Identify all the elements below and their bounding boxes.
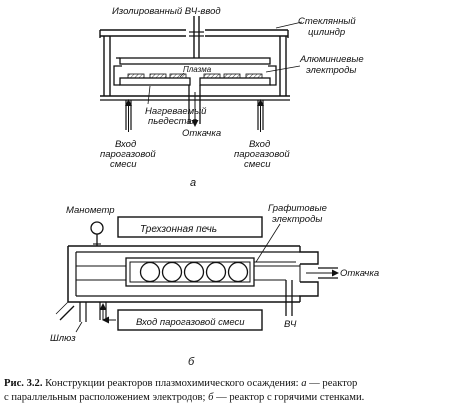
caption-letter-a: а — [301, 378, 306, 389]
label-pedestal-2: пьедестал — [148, 116, 198, 127]
caption-line2-start: с параллельным расположением электродов; — [4, 392, 208, 403]
sublabel-b: б — [188, 356, 195, 368]
label-glass-cylinder-1: Стеклянный — [298, 16, 356, 27]
label-inlet-right-3: смеси — [244, 159, 271, 170]
label-inlet-left-1: Вход — [115, 139, 136, 150]
label-inlet-right-2: парогазовой — [234, 149, 290, 160]
label-inlet-b: Вход парогазовой смеси — [136, 317, 245, 328]
manometer — [90, 221, 104, 246]
label-plasma: Плазма — [183, 65, 212, 74]
caption-line1-text: Конструкции реакторов плазмохимического … — [42, 378, 301, 389]
label-lock: Шлюз — [50, 333, 76, 344]
label-inlet-left-2: парогазовой — [100, 149, 156, 160]
gas-inlet-right — [257, 99, 264, 132]
pump-tube-a — [188, 85, 201, 127]
caption-fig-number: Рис. 3.2. — [4, 378, 43, 389]
top-electrode — [116, 57, 271, 65]
diagram-a: Изолированный ВЧ-ввод Стеклянный цилиндр — [99, 6, 364, 189]
glass-cylinder — [99, 21, 303, 101]
label-hf-input: Изолированный ВЧ-ввод — [112, 6, 221, 17]
hf-feedthrough — [189, 16, 204, 64]
figure-caption: Рис. 3.2. Конструкции реакторов плазмохи… — [4, 378, 364, 403]
label-pump-a: Откачка — [182, 128, 221, 139]
bottom-electrode-left — [113, 65, 191, 86]
furnace-bottom — [117, 309, 263, 331]
reactor-tube — [67, 245, 339, 303]
label-inlet-right-1: Вход — [249, 139, 270, 150]
label-pump-b: Откачка — [340, 268, 379, 279]
furnace-top — [117, 216, 263, 238]
label-manometer: Манометр — [66, 205, 115, 216]
caption-line1-tail: — реактор — [307, 378, 358, 389]
diagram-b: Манометр Трехзонная печь Графитовые элек… — [50, 203, 379, 368]
label-glass-cylinder-2: цилиндр — [308, 27, 345, 38]
gas-inlet-left — [125, 99, 132, 132]
label-hf-b: ВЧ — [284, 319, 297, 330]
caption-letter-b: б — [208, 392, 214, 403]
label-al-electrodes-1: Алюминиевые — [299, 54, 364, 65]
sublabel-a: а — [190, 177, 196, 189]
label-inlet-left-3: смеси — [110, 159, 137, 170]
label-graphite-1: Графитовые — [268, 203, 327, 214]
bottom-electrode-right — [199, 65, 277, 86]
label-graphite-2: электроды — [272, 214, 322, 225]
label-al-electrodes-2: электроды — [306, 65, 356, 76]
caption-line2-tail: — реактор с горячими стенками. — [213, 392, 364, 403]
caption-line-2: с параллельным расположением электродов;… — [4, 392, 364, 403]
graphite-electrodes — [125, 257, 255, 287]
caption-line-1: Рис. 3.2. Конструкции реакторов плазмохи… — [4, 378, 357, 389]
label-pedestal-1: Нагреваемый — [145, 106, 207, 117]
label-furnace: Трехзонная печь — [140, 224, 217, 235]
